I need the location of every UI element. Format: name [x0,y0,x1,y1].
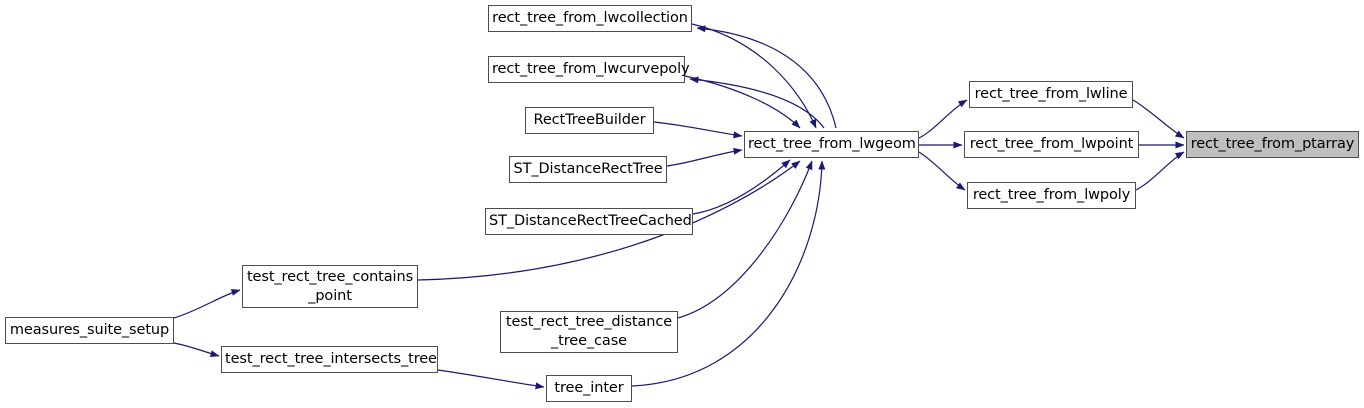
graph-edge-stdistancerecttree->lwgeom [666,147,743,167]
graph-node-stdistancerecttree[interactable]: ST_DistanceRectTree [509,156,667,183]
graph-node-treeinter[interactable]: tree_inter [546,375,632,402]
graph-node-lwpoint[interactable]: rect_tree_from_lwpoint [964,131,1139,158]
graph-node-label: rect_tree_from_lwline [974,86,1128,103]
graph-node-lwline[interactable]: rect_tree_from_lwline [969,81,1133,108]
graph-node-testdistancetreecase[interactable]: test_rect_tree_distance _tree_case [500,311,678,353]
graph-node-lwpoly[interactable]: rect_tree_from_lwpoly [967,182,1136,209]
graph-node-label: test_rect_tree_distance _tree_case [505,314,673,349]
graph-edge-recttreebuilder->lwgeom [653,121,743,139]
graph-node-label: tree_inter [554,380,624,397]
graph-node-label: ST_DistanceRectTree [513,161,663,178]
graph-node-label: test_rect_tree_contains _point [246,268,414,304]
graph-node-measuressuitesetup[interactable]: measures_suite_setup [5,317,174,344]
graph-node-label: rect_tree_from_lwpoint [969,136,1134,153]
graph-edge-measuressuitesetup->testintersectstree [173,342,220,358]
graph-edge-lwgeom->lwpoly [918,151,966,191]
graph-node-label: ST_DistanceRectTreeCached [489,213,692,230]
graph-node-label: RectTreeBuilder [533,112,646,129]
graph-node-ptarray[interactable]: rect_tree_from_ptarray [1186,131,1359,158]
graph-edge-testintersectstree->treeinter [437,369,545,390]
graph-node-testintersectstree[interactable]: test_rect_tree_intersects_tree [221,346,438,373]
graph-edge-lwgeom->lwcollection [696,25,837,129]
graph-edge-lwline->ptarray [1132,99,1185,139]
graph-node-stdistancerecttreecached[interactable]: ST_DistanceRectTreeCached [485,208,693,235]
graph-edge-lwgeom->lwcurvepoly [689,76,825,129]
graph-edge-lwcurvepoly->lwgeom [684,75,801,129]
graph-node-label: measures_suite_setup [9,322,170,339]
graph-node-recttreebuilder[interactable]: RectTreeBuilder [525,107,654,134]
graph-edge-lwgeom->lwline [918,99,968,139]
graph-node-label: test_rect_tree_intersects_tree [225,351,437,368]
graph-node-lwgeom[interactable]: rect_tree_from_lwgeom [744,131,919,158]
graph-edge-lwcollection->lwgeom [691,23,817,129]
graph-edge-lwpoly->ptarray [1135,151,1185,191]
graph-edge-stdistancerecttreecached->lwgeom [692,159,791,215]
graph-node-label: rect_tree_from_lwcurvepoly [492,61,690,78]
graph-node-label: rect_tree_from_lwpoly [972,187,1131,204]
graph-node-lwcurvepoly[interactable]: rect_tree_from_lwcurvepoly [488,56,690,83]
graph-node-testcontainspoint[interactable]: test_rect_tree_contains _point [242,265,418,308]
graph-node-label: rect_tree_from_lwcollection [492,10,688,27]
graph-node-lwcollection[interactable]: rect_tree_from_lwcollection [488,5,692,32]
graph-edge-testdistancetreecase->lwgeom [677,160,813,319]
graph-node-label: rect_tree_from_lwgeom [748,136,916,153]
graph-edge-measuressuitesetup->testcontainspoint [173,289,241,319]
graph-node-label: rect_tree_from_ptarray [1190,136,1355,153]
